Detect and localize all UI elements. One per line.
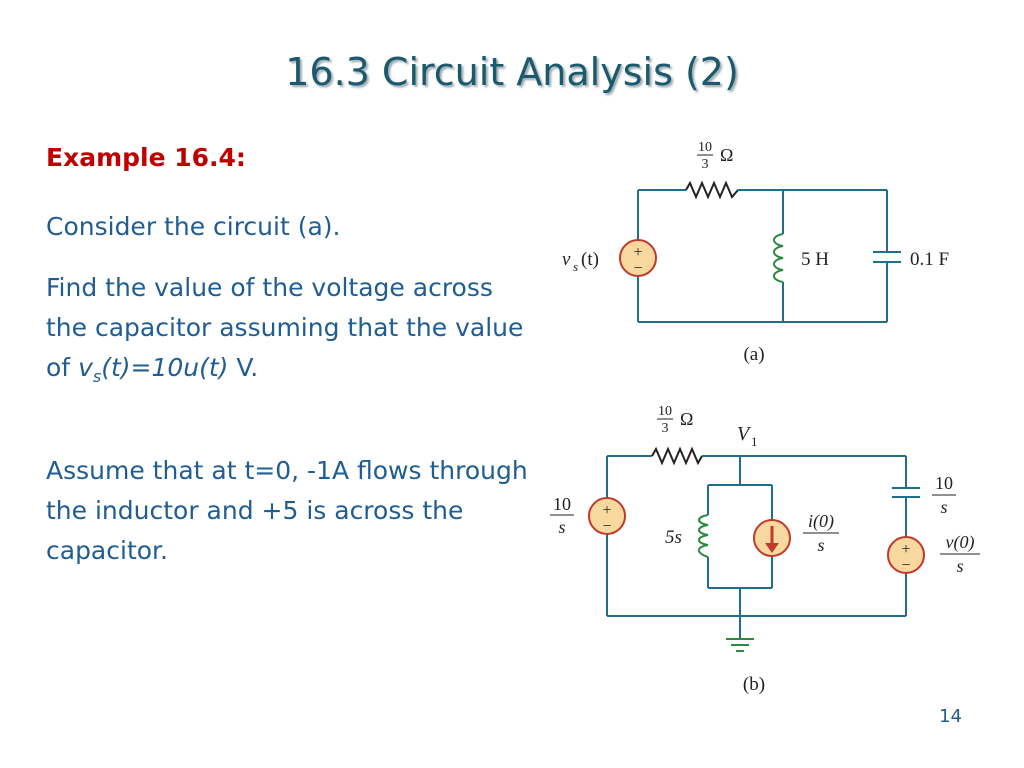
inductor-a: [773, 233, 784, 283]
unit-text: V.: [228, 353, 259, 382]
current-num: i(0): [808, 511, 834, 532]
paragraph-find: Find the value of the voltage across the…: [46, 268, 536, 391]
source-b-num: 10: [553, 494, 571, 514]
source-a-t: (t): [581, 249, 599, 270]
current-den: s: [817, 535, 824, 555]
cap-src-num: v(0): [946, 532, 975, 553]
vs-symbol: vs(t)=10u(t): [78, 353, 229, 386]
svg-text:−: −: [633, 260, 642, 277]
cap-src-den: s: [956, 556, 963, 576]
node-label: V: [737, 423, 752, 445]
paragraph-consider: Consider the circuit (a).: [46, 212, 341, 241]
caption-a: (a): [743, 344, 764, 365]
source-a-sub: s: [573, 259, 578, 274]
circuit-b-wires: [606, 446, 907, 638]
page-number: 14: [939, 706, 962, 727]
circuit-b-labels: 10 3 Ω V 1 10 s 5s i(0) s 10 s v(0) s (b…: [550, 404, 980, 695]
resistor-b-unit: Ω: [680, 409, 693, 429]
node-sub: 1: [751, 434, 758, 449]
slide-title: 16.3 Circuit Analysis (2): [285, 50, 739, 94]
svg-text:+: +: [602, 502, 611, 519]
cap-b-num: 10: [935, 473, 953, 493]
current-source-b: [753, 519, 791, 557]
resistor-b-num: 10: [658, 404, 672, 419]
paragraph-assume: Assume that at t=0, -1A flows through th…: [46, 456, 528, 565]
cap-b-den: s: [940, 497, 947, 517]
cap-voltage-source-b: + −: [887, 536, 925, 574]
voltage-source-a: + −: [619, 239, 657, 277]
circuit-a-wires: [637, 180, 888, 323]
resistor-b-den: 3: [662, 421, 669, 436]
inductor-b-label: 5s: [665, 527, 682, 548]
source-a-v: v: [562, 249, 571, 270]
svg-text:−: −: [602, 518, 611, 535]
resistor-a-unit: Ω: [720, 145, 733, 165]
caption-b: (b): [743, 674, 765, 695]
find-text: Find the value of the voltage across the…: [46, 273, 524, 382]
source-b-den: s: [558, 517, 565, 537]
circuit-a-labels: 10 3 Ω v s (t) 5 H 0.1 F (a): [562, 140, 949, 365]
voltage-source-b: + −: [588, 497, 626, 535]
inductor-b: [698, 514, 709, 558]
inductor-a-label: 5 H: [801, 249, 829, 270]
ground-symbol: [726, 638, 754, 652]
svg-text:−: −: [901, 557, 910, 574]
svg-text:+: +: [633, 244, 642, 261]
example-label: Example 16.4:: [46, 143, 246, 172]
svg-text:+: +: [901, 541, 910, 558]
capacitor-a-label: 0.1 F: [910, 249, 949, 270]
resistor-a-den: 3: [702, 157, 709, 172]
resistor-a-num: 10: [698, 140, 712, 155]
